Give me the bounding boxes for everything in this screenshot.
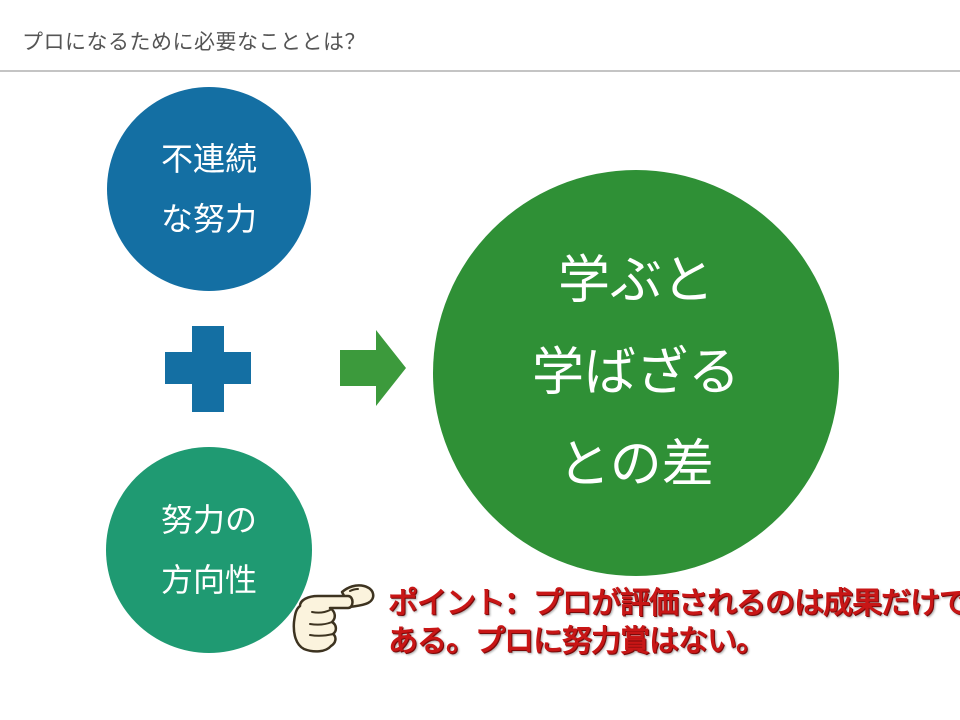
circle-label-line: な努力 [160,200,257,238]
circle-label-line: 不連続 [160,140,257,178]
result-circle: 学ぶと 学ばざる との差 [433,170,839,576]
discontinuous-effort-circle: 不連続 な努力 [107,87,311,291]
result-label-line: 学ぶと [557,251,714,311]
page-title: プロになるために必要なこととは？ [22,30,366,54]
point-note-line: ポイント：プロが評価されるのは成果だけで [388,586,960,621]
circle-label-line: 方向性 [160,561,257,599]
result-label-line: との差 [558,435,714,495]
point-note-line: ある。プロに努力賞はない。 [388,624,766,659]
right-arrow-icon [340,330,406,406]
plus-icon-vertical-bar [192,326,224,412]
circle-label-line: 努力の [160,501,257,539]
point-note: ポイント：プロが評価されるのは成果だけで ある。プロに努力賞はない。 [388,585,960,661]
plus-icon [165,326,251,412]
pointing-hand-icon [292,584,375,653]
title-divider [0,70,960,72]
result-label-line: 学ばざる [531,343,740,403]
direction-of-effort-circle: 努力の 方向性 [106,447,312,653]
